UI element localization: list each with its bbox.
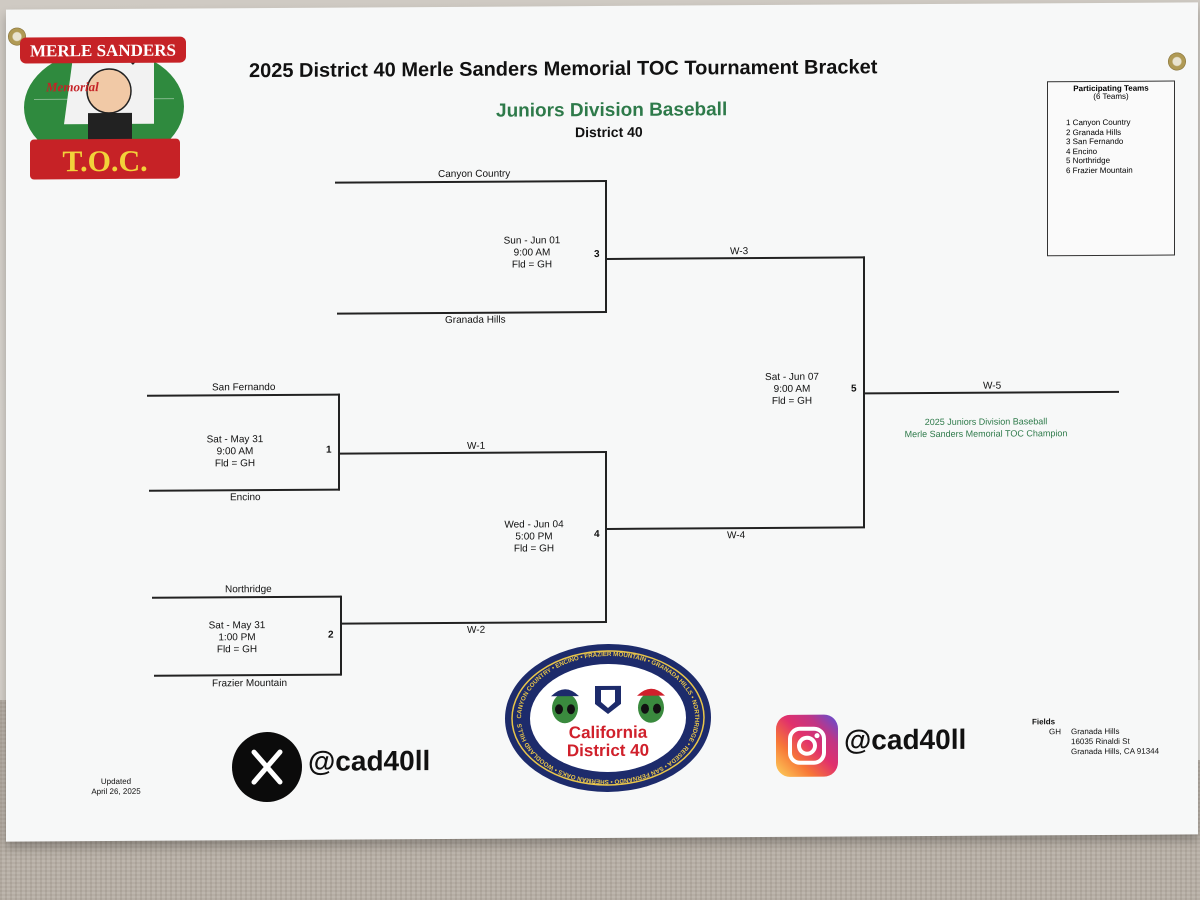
game-3-info: Sun - Jun 01 9:00 AM Fld = GH: [496, 235, 568, 271]
list-item: 3 San Fernando: [1066, 136, 1124, 147]
participating-teams-count: (6 Teams): [1093, 91, 1129, 101]
updated-note: Updated April 26, 2025: [86, 777, 146, 797]
game-5-number: 5: [851, 383, 857, 395]
participating-teams-list: 1 Canyon Country 2 Granada Hills 3 San F…: [1066, 118, 1133, 175]
toc-logo: MERLE SANDERS Memorial T.O.C.: [20, 36, 186, 180]
list-item: 6 Frazier Mountain: [1066, 165, 1133, 175]
svg-text:Memorial: Memorial: [45, 79, 99, 94]
game-4-info: Wed - Jun 04 5:00 PM Fld = GH: [498, 519, 570, 555]
updated-label: Updated: [100, 776, 132, 787]
champion-caption: 2025 Juniors Division Baseball Merle San…: [886, 415, 1086, 440]
team-canyon-country: Canyon Country: [438, 168, 511, 181]
team-san-fernando: San Fernando: [212, 381, 276, 394]
x-twitter-icon: [232, 731, 302, 803]
game-date: Wed - Jun 04: [504, 519, 564, 531]
svg-text:T.O.C.: T.O.C.: [62, 145, 147, 179]
bracket-board: MERLE SANDERS Memorial T.O.C. 2025 Distr…: [6, 2, 1198, 842]
updated-date: April 26, 2025: [91, 786, 141, 797]
game-4-number: 4: [594, 529, 600, 541]
grommet-right: [1168, 52, 1186, 71]
game-5-info: Sat - Jun 07 9:00 AM Fld = GH: [756, 372, 828, 408]
list-item: 5 Northridge: [1066, 155, 1111, 166]
game-2-info: Sat - May 31 1:00 PM Fld = GH: [201, 620, 273, 656]
team-encino: Encino: [230, 492, 261, 504]
winner-label-w4: W-4: [727, 530, 746, 542]
game-3-number: 3: [594, 249, 600, 261]
game-field: Fld = GH: [511, 259, 553, 271]
fields-title: Fields: [1032, 717, 1056, 727]
district-label: District 40: [575, 123, 643, 141]
svg-text:District 40: District 40: [567, 741, 649, 761]
bracket-line: [605, 450, 607, 623]
team-granada-hills: Granada Hills: [445, 314, 506, 326]
winner-label-w1: W-1: [467, 440, 486, 452]
winner-label-w5: W-5: [983, 380, 1002, 392]
bracket-line: [338, 393, 340, 491]
game-time: 5:00 PM: [515, 531, 553, 543]
game-field: Fld = GH: [216, 644, 258, 656]
bracket-line: [340, 595, 342, 676]
fields-address: Granada Hills 16035 Rinaldi St Granada H…: [1071, 727, 1159, 758]
game-date: Sat - May 31: [206, 434, 264, 446]
winner-label-w2: W-2: [467, 624, 486, 636]
x-handle: @cad40ll: [308, 745, 431, 777]
game-time: 1:00 PM: [218, 632, 256, 644]
bracket-line: [152, 595, 341, 599]
team-frazier-mountain: Frazier Mountain: [212, 677, 288, 690]
game-date: Sat - Jun 07: [765, 371, 819, 384]
svg-text:California: California: [569, 723, 648, 742]
winner-label-w3: W-3: [730, 246, 749, 258]
bracket-line: [605, 179, 607, 313]
participating-teams-box: Participating Teams (6 Teams) 1 Canyon C…: [1047, 80, 1175, 257]
game-field: Fld = GH: [771, 395, 813, 407]
division-subtitle: Juniors Division Baseball: [496, 99, 728, 122]
game-1-info: Sat - May 31 9:00 AM Fld = GH: [199, 434, 271, 470]
game-time: 9:00 AM: [216, 446, 254, 458]
game-1-number: 1: [326, 444, 332, 456]
list-item: 4 Encino: [1066, 146, 1098, 156]
bracket-line: [335, 179, 607, 184]
team-northridge: Northridge: [225, 584, 272, 596]
game-time: 9:00 AM: [773, 383, 811, 395]
bracket-line: [154, 673, 341, 677]
list-item: 2 Granada Hills: [1066, 127, 1122, 137]
fields-code: GH: [1049, 727, 1061, 737]
game-field: Fld = GH: [513, 543, 555, 555]
champion-line: Merle Sanders Memorial TOC Champion: [904, 428, 1068, 440]
game-time: 9:00 AM: [513, 247, 551, 259]
bracket-title: 2025 District 40 Merle Sanders Memorial …: [249, 56, 878, 83]
svg-text:MERLE SANDERS: MERLE SANDERS: [30, 41, 176, 61]
instagram-icon: [776, 714, 838, 777]
field-name: Granada Hills: [1071, 726, 1120, 737]
game-date: Sun - Jun 01: [503, 235, 561, 247]
game-2-number: 2: [328, 629, 334, 641]
field-city: Granada Hills, CA 91344: [1071, 746, 1160, 757]
bracket-line: [147, 393, 340, 397]
list-item: 1 Canyon Country: [1066, 117, 1131, 128]
district-40-logo: CANYON COUNTRY • ENCINO • FRAZIER MOUNTA…: [505, 643, 711, 792]
field-street: 16035 Rinaldi St: [1071, 736, 1130, 747]
game-date: Sat - May 31: [208, 620, 266, 632]
game-field: Fld = GH: [214, 458, 256, 470]
instagram-handle: @cad40ll: [844, 723, 967, 756]
